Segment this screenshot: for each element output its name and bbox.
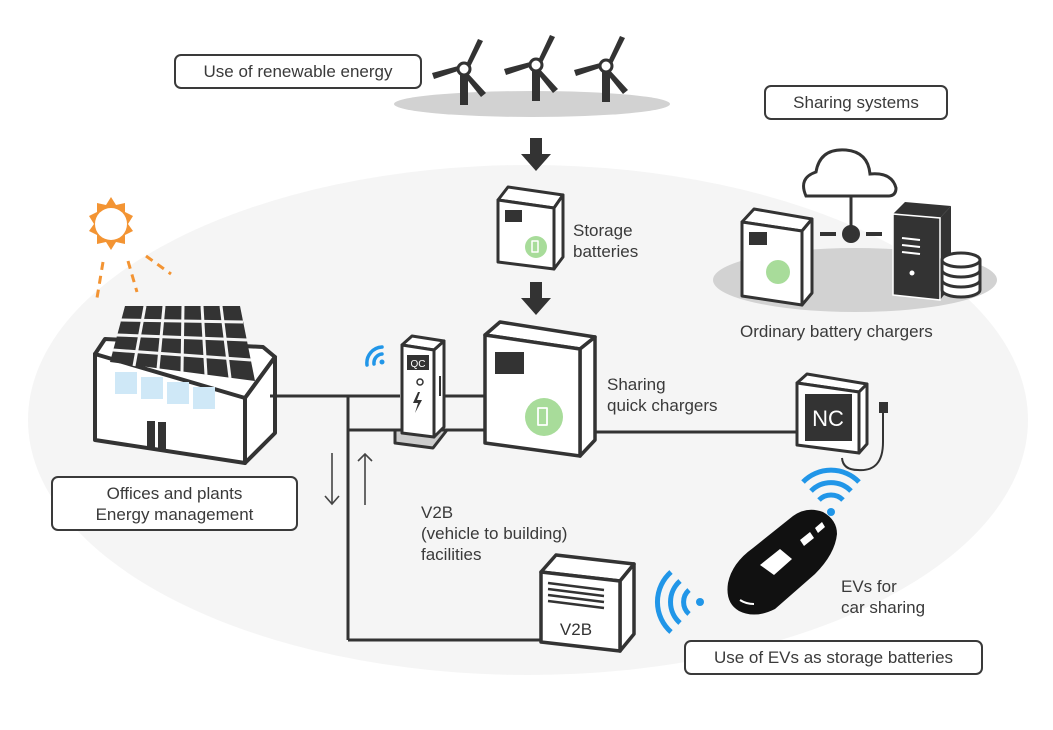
qc-label: QC — [411, 359, 426, 370]
nc-label: NC — [812, 406, 844, 431]
network-connector — [820, 225, 882, 243]
power-lines — [270, 394, 800, 642]
storage-battery-icon — [496, 185, 565, 271]
wifi-signal-icon — [655, 570, 704, 634]
sharing-quick-chargers-label: Sharing quick chargers — [607, 374, 718, 416]
v2b-text-line1: V2B — [421, 503, 454, 522]
sharing-quick-charger-icon — [483, 320, 597, 458]
storage-text-line2: batteries — [573, 242, 639, 261]
renewable-energy-label: Use of renewable energy — [174, 54, 422, 89]
evs-text-line2: car sharing — [841, 598, 926, 617]
database-icon — [940, 251, 982, 299]
wind-turbine-icon — [574, 36, 628, 102]
v2b-device-label: V2B — [560, 620, 592, 639]
offices-text-line2: Energy management — [95, 504, 254, 524]
ev-storage-label: Use of EVs as storage batteries — [684, 640, 983, 675]
storage-text-line1: Storage — [573, 221, 633, 240]
wind-turbine-icon — [432, 39, 486, 105]
evs-text-line1: EVs for — [841, 577, 897, 596]
ordinary-chargers-label: Ordinary battery chargers — [740, 322, 933, 341]
wind-turbine-icon — [504, 35, 558, 101]
renewable-energy-text: Use of renewable energy — [203, 62, 393, 81]
offices-plants-label: Offices and plants Energy management — [51, 476, 298, 531]
wifi-signal-icon — [801, 467, 861, 516]
v2b-facilities-label: V2B (vehicle to building) facilities — [421, 502, 567, 565]
arrow-down-icon — [521, 282, 551, 315]
v2b-text-line2: (vehicle to building) — [421, 524, 568, 543]
arrow-down-icon — [521, 138, 551, 171]
sharing-systems-text: Sharing systems — [793, 93, 919, 112]
electric-car-icon — [727, 509, 837, 615]
sharing-qc-text-line1: Sharing — [607, 375, 666, 394]
sun-icon — [89, 197, 172, 299]
normal-charger-nc-icon: NC — [795, 372, 888, 472]
solar-panel-icon — [110, 305, 255, 381]
v2b-charger-icon: V2B — [539, 553, 636, 653]
ev-storage-text: Use of EVs as storage batteries — [713, 648, 954, 667]
sharing-qc-text-line2: quick chargers — [607, 396, 718, 415]
storage-batteries-label: Storage batteries — [573, 220, 638, 262]
offices-text-line1: Offices and plants — [106, 483, 243, 503]
bidirectional-flow-arrows — [324, 452, 373, 506]
wifi-signal-icon — [365, 345, 385, 367]
sharing-systems-label: Sharing systems — [764, 85, 948, 120]
v2b-text-line3: facilities — [421, 545, 482, 564]
quick-charger-qc-icon: QC — [393, 334, 449, 450]
ordinary-charger-icon — [740, 207, 814, 307]
evs-car-sharing-label: EVs for car sharing — [841, 576, 925, 618]
